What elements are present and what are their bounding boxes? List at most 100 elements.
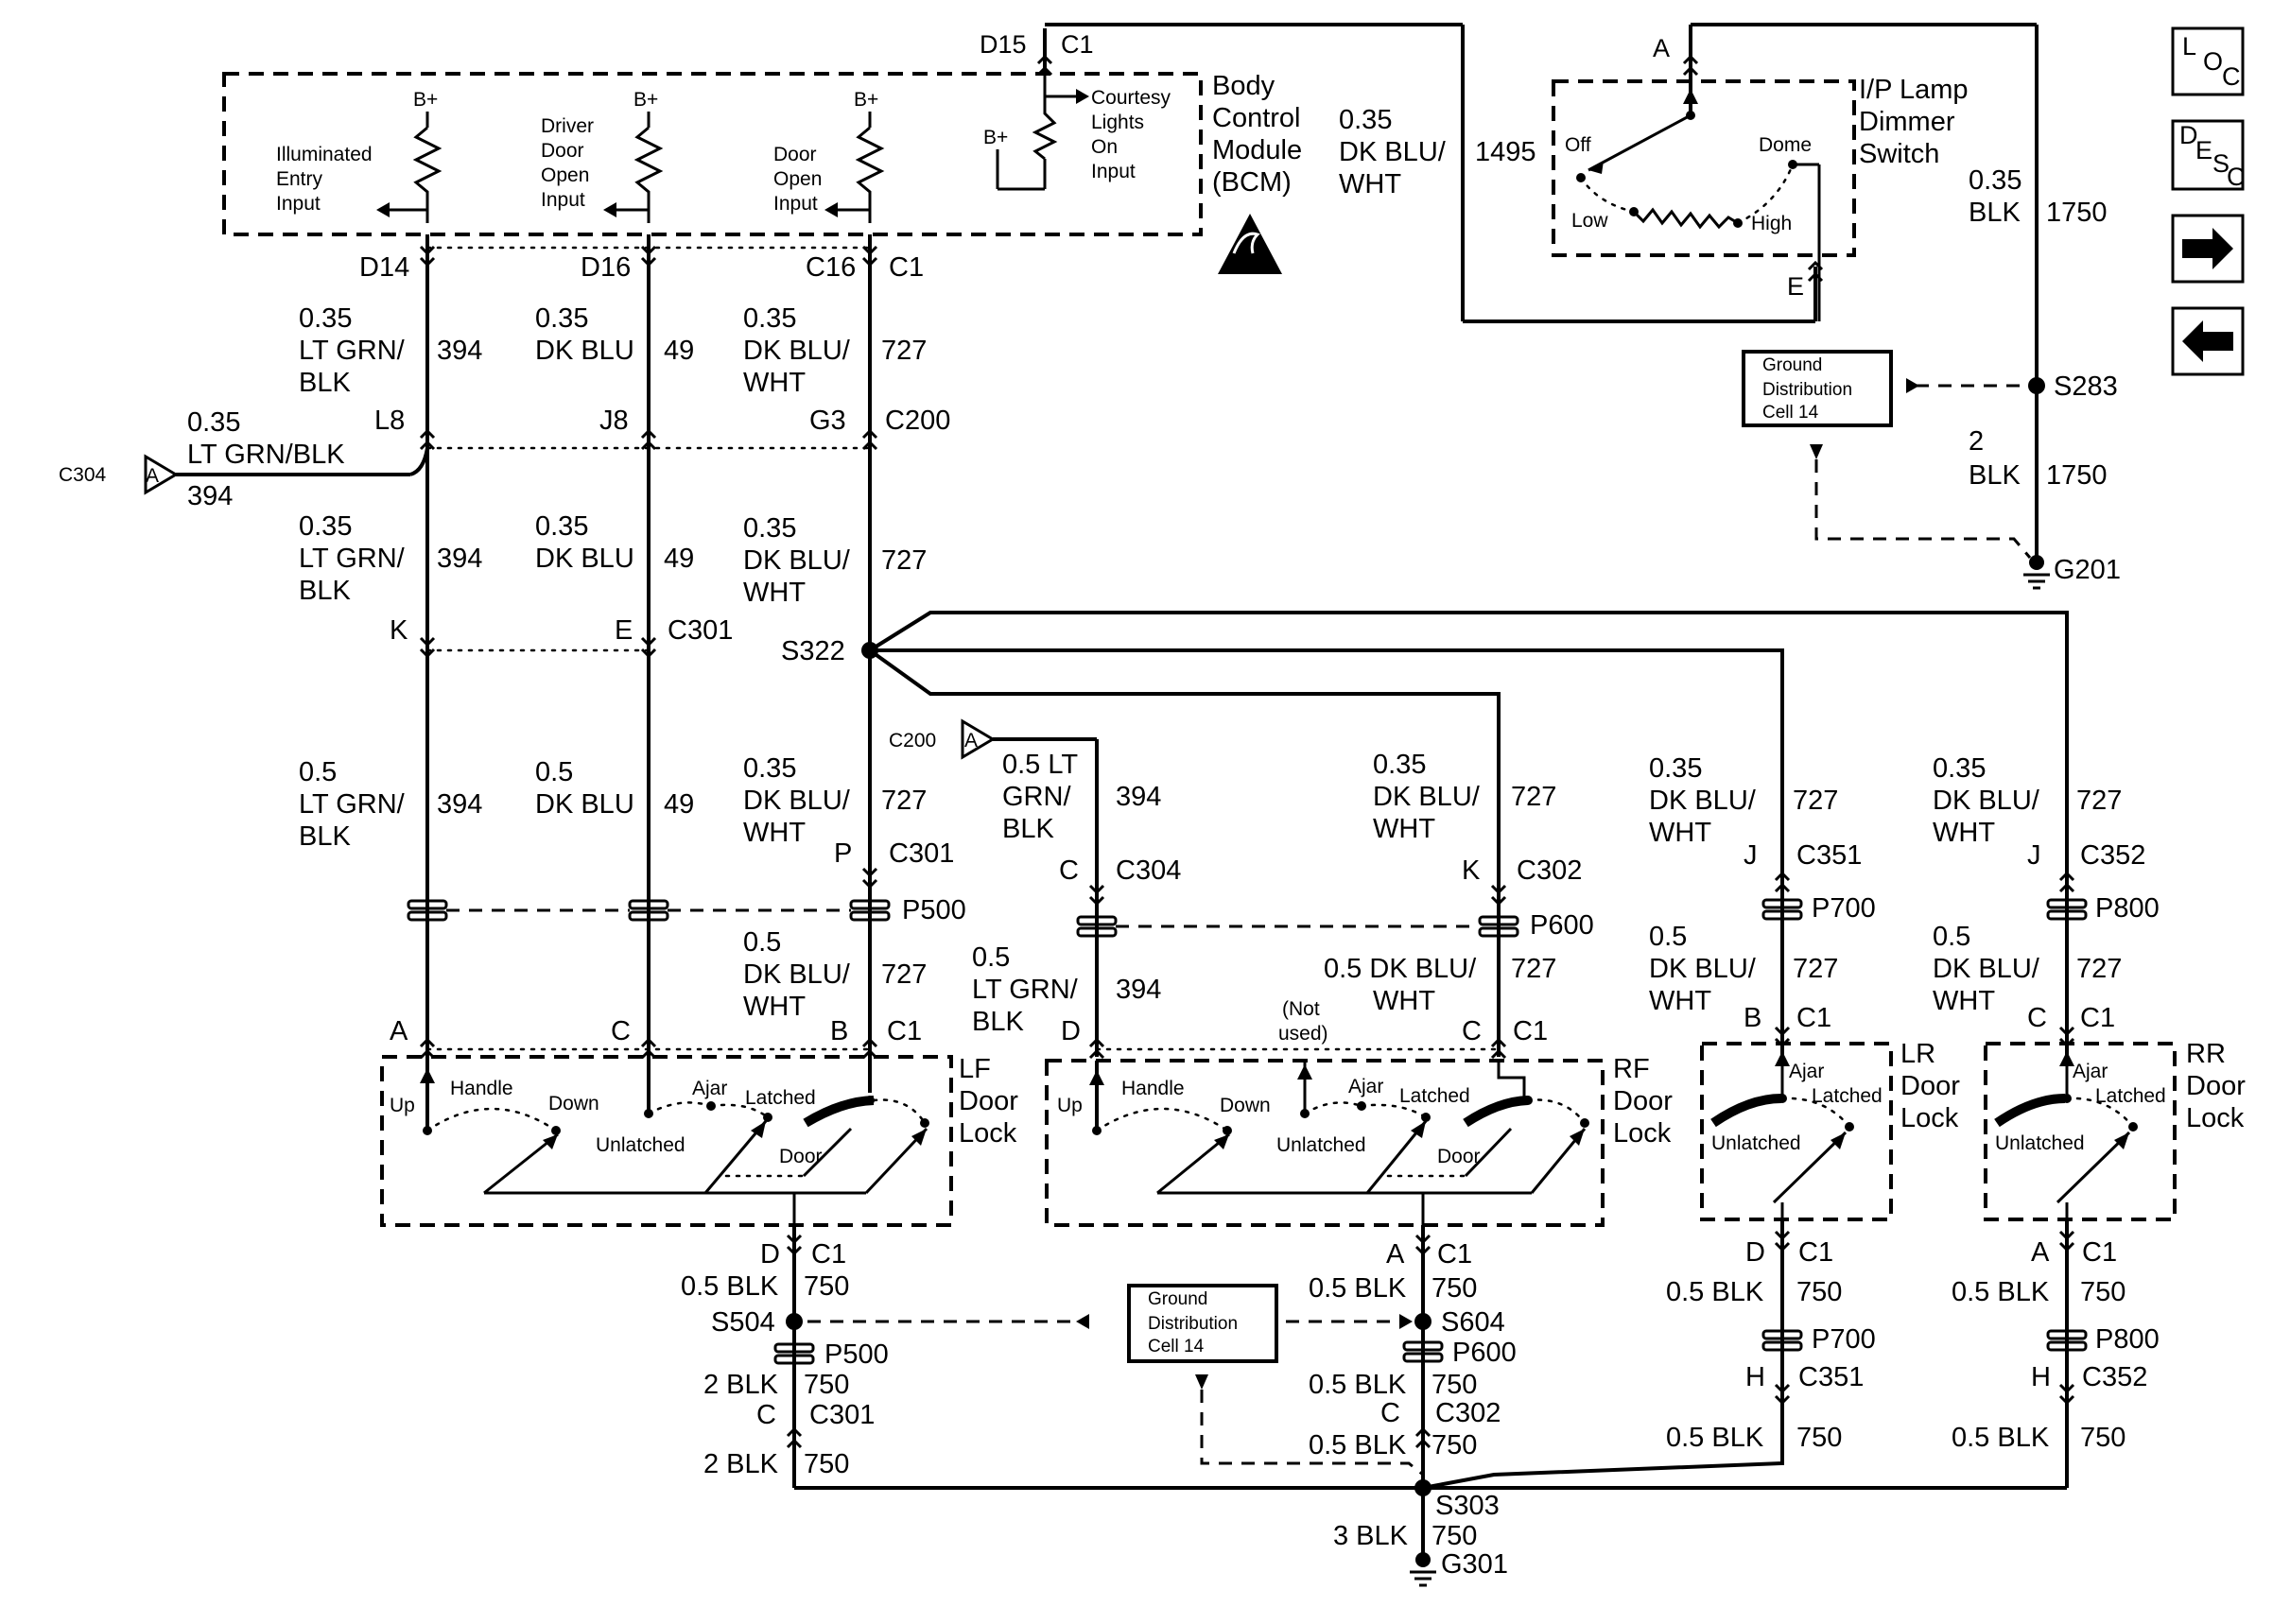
svg-text:C301: C301 bbox=[668, 615, 733, 646]
svg-text:0.5: 0.5 bbox=[743, 927, 781, 958]
svg-text:Open: Open bbox=[773, 168, 822, 190]
svg-text:Input: Input bbox=[773, 193, 818, 215]
svg-text:0.35: 0.35 bbox=[1649, 753, 1702, 784]
svg-text:D: D bbox=[1745, 1237, 1765, 1268]
svg-text:1750: 1750 bbox=[2046, 198, 2108, 228]
svg-text:C352: C352 bbox=[2080, 840, 2145, 871]
svg-text:750: 750 bbox=[1796, 1423, 1842, 1453]
svg-text:0.5 BLK: 0.5 BLK bbox=[1952, 1423, 2050, 1453]
svg-text:E: E bbox=[2195, 136, 2212, 164]
svg-text:LR: LR bbox=[1900, 1039, 1935, 1069]
svg-text:Latched: Latched bbox=[1399, 1085, 1470, 1107]
svg-text:Control: Control bbox=[1212, 103, 1301, 133]
svg-text:G301: G301 bbox=[1441, 1549, 1508, 1580]
svg-text:Distribution: Distribution bbox=[1148, 1314, 1238, 1334]
svg-text:727: 727 bbox=[1793, 786, 1838, 816]
svg-text:WHT: WHT bbox=[1649, 818, 1711, 848]
svg-text:C351: C351 bbox=[1798, 1362, 1864, 1392]
svg-text:394: 394 bbox=[187, 481, 233, 511]
arrow-right-icon[interactable] bbox=[2171, 214, 2245, 284]
svg-text:D: D bbox=[2179, 121, 2198, 149]
svg-text:C1: C1 bbox=[811, 1239, 846, 1270]
svg-text:LF: LF bbox=[959, 1054, 991, 1084]
svg-text:P500: P500 bbox=[824, 1339, 889, 1370]
svg-text:B+: B+ bbox=[983, 127, 1008, 148]
svg-text:DK BLU: DK BLU bbox=[535, 544, 634, 574]
svg-text:BLK: BLK bbox=[1969, 198, 2021, 228]
splice-s283 bbox=[2028, 377, 2045, 394]
ip-lamp-dimmer-switch: A Off Dome Low High E I/P Lamp Dimmer Sw… bbox=[1552, 23, 2037, 321]
svg-text:WHT: WHT bbox=[1933, 818, 1995, 848]
svg-text:C302: C302 bbox=[1435, 1398, 1501, 1428]
svg-text:394: 394 bbox=[437, 789, 482, 820]
svg-text:0.5: 0.5 bbox=[535, 757, 573, 787]
svg-text:E: E bbox=[615, 615, 633, 646]
bplus-label: B+ bbox=[413, 89, 438, 111]
svg-text:Door: Door bbox=[1437, 1146, 1481, 1167]
svg-text:Door: Door bbox=[773, 144, 817, 165]
svg-text:750: 750 bbox=[1431, 1521, 1477, 1551]
svg-text:B+: B+ bbox=[633, 89, 658, 111]
svg-text:727: 727 bbox=[1793, 954, 1838, 984]
svg-text:49: 49 bbox=[664, 336, 694, 366]
svg-text:Lights: Lights bbox=[1091, 112, 1144, 133]
svg-text:Driver: Driver bbox=[541, 115, 594, 137]
svg-text:Cell 14: Cell 14 bbox=[1762, 403, 1819, 423]
svg-text:Ajar: Ajar bbox=[1789, 1061, 1824, 1082]
svg-text:Input: Input bbox=[1091, 161, 1136, 182]
svg-text:Door: Door bbox=[541, 140, 584, 162]
svg-text:S: S bbox=[2212, 149, 2230, 178]
svg-text:D: D bbox=[760, 1239, 780, 1270]
svg-text:P800: P800 bbox=[2095, 893, 2160, 924]
svg-text:0.5 LT: 0.5 LT bbox=[1002, 750, 1078, 780]
svg-text:Up: Up bbox=[390, 1095, 415, 1116]
svg-text:C1: C1 bbox=[889, 252, 924, 283]
svg-text:750: 750 bbox=[1796, 1277, 1842, 1307]
svg-text:0.35: 0.35 bbox=[1933, 753, 1986, 784]
svg-text:0.5 BLK: 0.5 BLK bbox=[1666, 1423, 1764, 1453]
svg-text:J: J bbox=[1744, 840, 1758, 871]
svg-text:DK BLU: DK BLU bbox=[535, 789, 634, 820]
svg-text:On: On bbox=[1091, 136, 1118, 158]
svg-text:C: C bbox=[1059, 855, 1079, 886]
svg-text:LT GRN/: LT GRN/ bbox=[299, 544, 406, 574]
svg-text:Distribution: Distribution bbox=[1762, 380, 1852, 400]
svg-text:P500: P500 bbox=[902, 895, 966, 925]
lr-door-lock: Ajar Latched Unlatched LR Door Lock bbox=[1700, 1039, 1960, 1221]
loc-button[interactable]: L O C bbox=[2171, 26, 2245, 96]
svg-text:DK BLU: DK BLU bbox=[535, 336, 634, 366]
ground-distribution-cell-top: Ground Distribution Cell 14 bbox=[1742, 350, 1893, 427]
svg-text:DK BLU/: DK BLU/ bbox=[1649, 786, 1757, 816]
arrow-left-icon[interactable] bbox=[2171, 306, 2245, 376]
svg-text:Ground: Ground bbox=[1148, 1289, 1207, 1309]
svg-text:Ajar: Ajar bbox=[1348, 1076, 1383, 1097]
svg-text:C200: C200 bbox=[885, 406, 950, 436]
svg-text:750: 750 bbox=[804, 1271, 849, 1302]
svg-text:Ajar: Ajar bbox=[2073, 1061, 2108, 1082]
svg-text:WHT: WHT bbox=[1339, 169, 1401, 199]
svg-text:0.35: 0.35 bbox=[535, 303, 588, 334]
svg-text:Ground: Ground bbox=[1762, 355, 1822, 375]
svg-text:C1: C1 bbox=[1798, 1237, 1833, 1268]
svg-text:49: 49 bbox=[664, 544, 694, 574]
svg-text:LT GRN/BLK: LT GRN/BLK bbox=[187, 440, 345, 470]
svg-text:750: 750 bbox=[2080, 1277, 2126, 1307]
svg-text:BLK: BLK bbox=[1969, 460, 2021, 491]
svg-text:S303: S303 bbox=[1435, 1491, 1500, 1521]
svg-text:0.35: 0.35 bbox=[1339, 105, 1392, 135]
svg-text:Unlatched: Unlatched bbox=[1995, 1132, 2085, 1154]
svg-text:WHT: WHT bbox=[1373, 986, 1435, 1016]
svg-text:G201: G201 bbox=[2054, 555, 2121, 585]
svg-text:(Not: (Not bbox=[1282, 998, 1320, 1020]
svg-text:727: 727 bbox=[2076, 786, 2122, 816]
svg-text:0.35: 0.35 bbox=[299, 511, 352, 542]
svg-text:C1: C1 bbox=[1437, 1239, 1472, 1270]
svg-text:2 BLK: 2 BLK bbox=[703, 1449, 779, 1479]
svg-text:used): used) bbox=[1278, 1023, 1328, 1045]
splice-s303 bbox=[1414, 1479, 1431, 1496]
svg-text:C16: C16 bbox=[806, 252, 856, 283]
svg-text:750: 750 bbox=[804, 1449, 849, 1479]
svg-text:B+: B+ bbox=[854, 89, 878, 111]
desc-button[interactable]: D E S C bbox=[2171, 119, 2246, 191]
svg-text:Cell 14: Cell 14 bbox=[1148, 1337, 1205, 1356]
